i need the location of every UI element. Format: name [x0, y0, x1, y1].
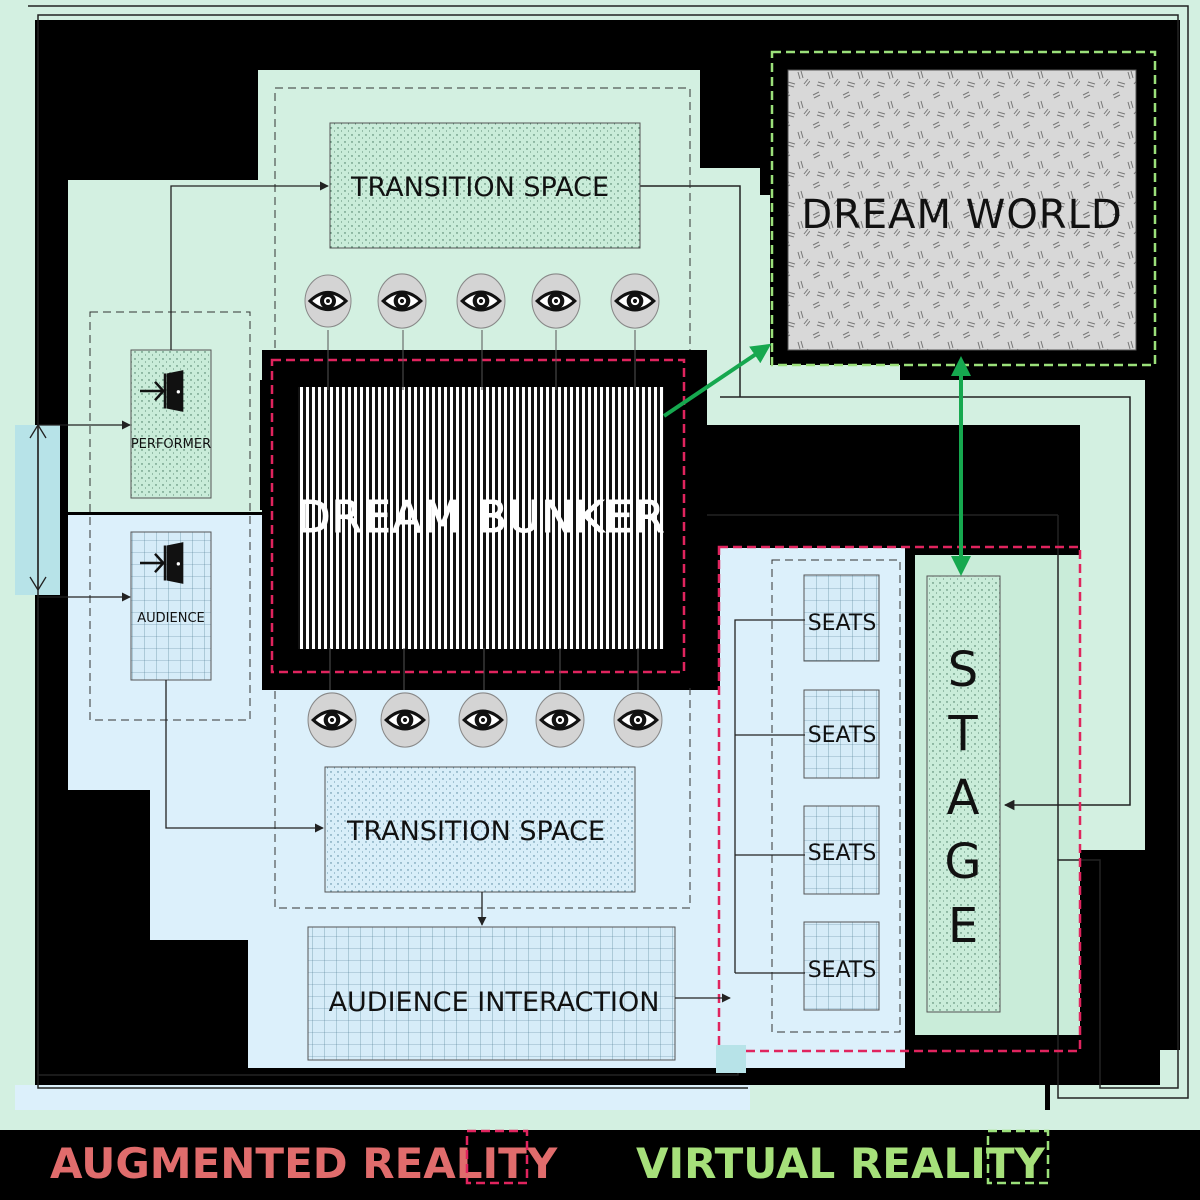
eye-icon — [531, 272, 581, 330]
dream-world-box — [787, 69, 1137, 351]
transition-space-bottom — [324, 766, 636, 893]
dream-bunker-label: DREAM BUNKER — [297, 492, 666, 543]
dream-bunker-box — [298, 387, 664, 649]
seats-label: SEATS — [808, 841, 877, 866]
eye-icon — [458, 691, 508, 749]
eye-icon — [456, 272, 506, 330]
outer-blue-band — [15, 1085, 750, 1110]
seats-label: SEATS — [808, 958, 877, 983]
transition-space-top — [329, 122, 641, 249]
seats-box — [803, 921, 880, 1011]
seats-box — [803, 689, 880, 779]
ar-boundary-seats — [717, 545, 1082, 1053]
eye-icon — [380, 691, 430, 749]
vr-arrow-bunker-to-world — [662, 343, 772, 418]
legend-ar-label: AUGMENTED REALITY — [50, 1139, 558, 1188]
seats-box — [803, 805, 880, 895]
performer-label: PERFORMER — [131, 437, 211, 452]
audience-interaction-label: AUDIENCE INTERACTION — [329, 987, 660, 1018]
legend-vr-swatch — [986, 1129, 1050, 1185]
eye-icon — [307, 691, 357, 749]
audience-interaction-box — [307, 926, 676, 1061]
legend-ar-swatch — [465, 1129, 529, 1185]
performer-box — [130, 349, 212, 499]
legend-vr-label: VIRTUAL REALITY — [636, 1139, 1046, 1188]
eye-icon — [377, 272, 427, 330]
eye-icon — [613, 691, 663, 749]
eye-icon — [535, 691, 585, 749]
dream-world-label: DREAM WORLD — [801, 192, 1122, 238]
eye-icon — [304, 273, 352, 329]
eye-icon — [610, 272, 660, 330]
transition-top-label: TRANSITION SPACE — [350, 172, 609, 203]
seats-label: SEATS — [808, 723, 877, 748]
seats-box — [803, 574, 880, 662]
stage-box — [926, 575, 1001, 1013]
audience-label: AUDIENCE — [137, 611, 204, 626]
ar-boundary-bunker — [270, 358, 686, 674]
seats-label: SEATS — [808, 611, 877, 636]
transition-bottom-label: TRANSITION SPACE — [346, 816, 605, 847]
